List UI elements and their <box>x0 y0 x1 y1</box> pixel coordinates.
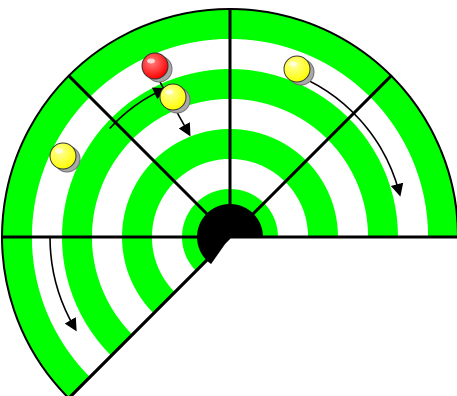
piece-highlight <box>147 59 155 64</box>
piece-highlight <box>55 149 63 154</box>
yellow-ball[interactable] <box>50 143 76 169</box>
yellow-ball[interactable] <box>160 84 186 110</box>
piece-highlight <box>289 62 297 67</box>
piece-highlight <box>165 90 173 95</box>
red-ball[interactable] <box>142 53 168 79</box>
yellow-ball[interactable] <box>284 56 310 82</box>
